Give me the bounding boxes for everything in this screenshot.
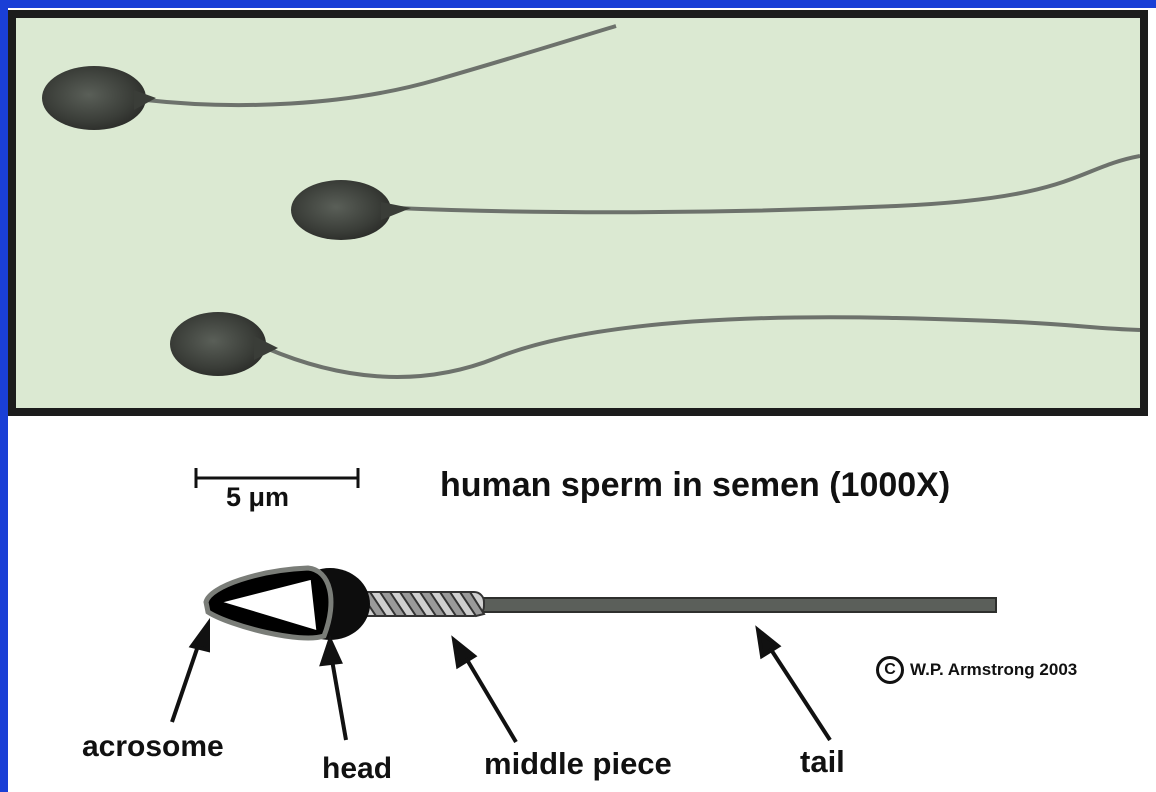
tail-arrow	[770, 648, 830, 740]
copyright-icon: C	[876, 656, 904, 684]
scale-label: 5 μm	[226, 482, 289, 513]
middle-piece-arrow	[466, 658, 516, 742]
copyright-text: W.P. Armstrong 2003	[910, 660, 1077, 680]
photo-caption: human sperm in semen (1000X)	[440, 466, 950, 505]
acrosome-arrow	[172, 640, 200, 722]
label-middle-piece: middle piece	[484, 746, 672, 782]
head-arrowhead	[322, 640, 340, 664]
head-arrow	[332, 660, 346, 740]
acrosome-arrowhead	[192, 624, 208, 650]
label-head: head	[322, 752, 392, 786]
head-shape	[206, 568, 370, 640]
copyright-notice: C W.P. Armstrong 2003	[876, 656, 1077, 684]
micrograph-image	[16, 18, 1140, 408]
middle-piece-shape	[352, 592, 484, 616]
label-acrosome: acrosome	[82, 730, 224, 764]
middle-piece-arrowhead	[454, 640, 474, 666]
tail-shape	[480, 598, 996, 612]
micrograph-photo	[8, 10, 1148, 416]
label-tail: tail	[800, 744, 845, 780]
